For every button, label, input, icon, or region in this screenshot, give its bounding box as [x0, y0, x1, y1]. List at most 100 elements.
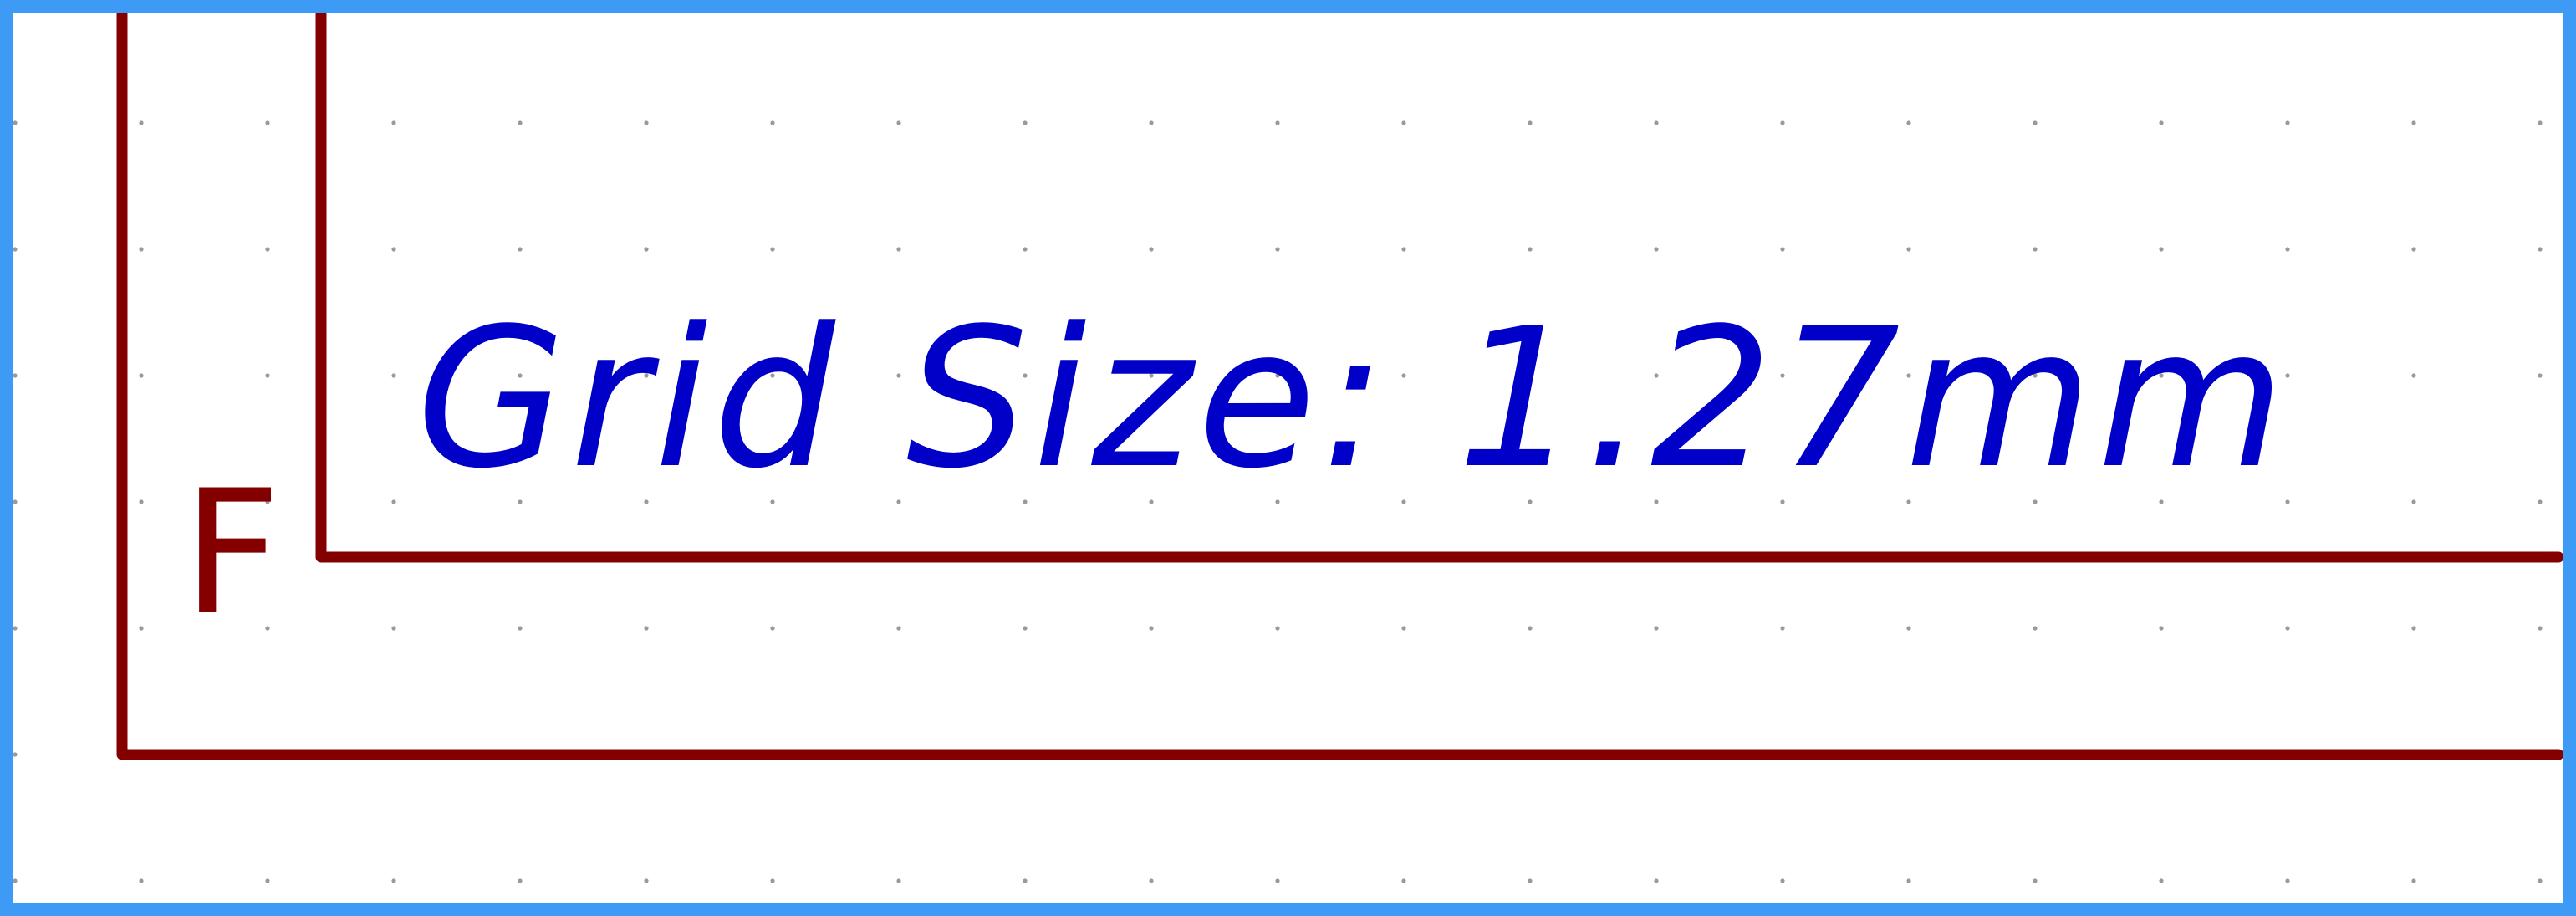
- grid-dot: [2538, 878, 2543, 883]
- grid-dot: [1149, 499, 1154, 504]
- viewport-border-bottom: [0, 903, 2576, 916]
- inner-sheet-border: [315, 8, 2564, 563]
- grid-dot: [2538, 373, 2543, 378]
- grid-dot: [2538, 247, 2543, 252]
- grid-dot: [139, 120, 144, 125]
- grid-dot: [2033, 120, 2038, 125]
- grid-dot: [265, 373, 270, 378]
- grid-dot: [770, 499, 775, 504]
- grid-dot: [1654, 499, 1659, 504]
- grid-dot: [1023, 626, 1028, 631]
- grid-dot: [13, 499, 18, 504]
- grid-dot: [1149, 626, 1154, 631]
- viewport-border-top: [0, 0, 2576, 13]
- grid-dot: [2411, 499, 2416, 504]
- grid-dot: [1023, 878, 1028, 883]
- grid-dot: [1528, 247, 1533, 252]
- grid-dot: [1401, 247, 1406, 252]
- grid-dot: [1780, 499, 1785, 504]
- grid-dot: [13, 120, 18, 125]
- grid-dot: [518, 120, 523, 125]
- grid-dot: [391, 626, 396, 631]
- grid-dot: [2033, 878, 2038, 883]
- grid-dots: [13, 120, 2543, 883]
- grid-dot: [13, 752, 18, 757]
- grid-dot: [1401, 878, 1406, 883]
- grid-dot: [13, 247, 18, 252]
- grid-dot: [2159, 120, 2164, 125]
- grid-dot: [644, 499, 649, 504]
- grid-dot: [1149, 373, 1154, 378]
- grid-dot: [1275, 120, 1280, 125]
- grid-dot: [1275, 373, 1280, 378]
- grid-dot: [2033, 626, 2038, 631]
- grid-dot: [1401, 373, 1406, 378]
- grid-dot: [1528, 626, 1533, 631]
- grid-dot: [2538, 499, 2543, 504]
- grid-dot: [2159, 878, 2164, 883]
- grid-dot: [13, 878, 18, 883]
- grid-dot: [391, 878, 396, 883]
- grid-dot: [2285, 247, 2290, 252]
- grid-dot: [2411, 373, 2416, 378]
- grid-dot: [2159, 247, 2164, 252]
- grid-dot: [1275, 626, 1280, 631]
- grid-dot: [518, 499, 523, 504]
- grid-dot: [2159, 499, 2164, 504]
- zone-marker-letter: F: [182, 454, 281, 653]
- grid-dot: [139, 878, 144, 883]
- grid-dot: [1654, 247, 1659, 252]
- grid-dot: [1906, 247, 1911, 252]
- grid-dot: [770, 878, 775, 883]
- grid-dot: [896, 626, 901, 631]
- grid-dot: [1528, 373, 1533, 378]
- grid-dot: [265, 626, 270, 631]
- grid-dot: [391, 499, 396, 504]
- grid-dot: [2411, 247, 2416, 252]
- grid-dot: [770, 373, 775, 378]
- grid-dot: [13, 373, 18, 378]
- grid-dot: [896, 120, 901, 125]
- grid-dot: [2285, 120, 2290, 125]
- grid-dot: [1780, 878, 1785, 883]
- grid-dot: [1528, 878, 1533, 883]
- grid-dot: [1780, 247, 1785, 252]
- grid-dot: [2285, 499, 2290, 504]
- grid-dot: [1654, 373, 1659, 378]
- grid-dot: [1906, 373, 1911, 378]
- grid-dot: [2033, 499, 2038, 504]
- grid-dot: [896, 247, 901, 252]
- grid-dot: [1906, 120, 1911, 125]
- grid-dot: [2159, 626, 2164, 631]
- grid-dot: [2285, 373, 2290, 378]
- grid-dot: [896, 499, 901, 504]
- grid-dot: [1149, 247, 1154, 252]
- grid-dot: [1023, 373, 1028, 378]
- grid-dot: [644, 120, 649, 125]
- grid-dot: [1780, 373, 1785, 378]
- viewport-border-left: [0, 0, 13, 916]
- grid-dot: [896, 373, 901, 378]
- grid-size-label: Grid Size: 1.27mm: [416, 288, 2290, 511]
- grid-dot: [265, 878, 270, 883]
- grid-dot: [2285, 878, 2290, 883]
- grid-dot: [139, 499, 144, 504]
- grid-dot: [265, 247, 270, 252]
- grid-dot: [391, 247, 396, 252]
- grid-dot: [1906, 878, 1911, 883]
- grid-dot: [13, 626, 18, 631]
- grid-dot: [1780, 120, 1785, 125]
- grid-dot: [2033, 373, 2038, 378]
- grid-dot: [770, 247, 775, 252]
- grid-dot: [1528, 120, 1533, 125]
- grid-dot: [2033, 247, 2038, 252]
- grid-dot: [1023, 499, 1028, 504]
- grid-dot: [1654, 626, 1659, 631]
- grid-dot: [265, 499, 270, 504]
- grid-dot: [1275, 247, 1280, 252]
- grid-dot: [2538, 626, 2543, 631]
- grid-dot: [2159, 373, 2164, 378]
- grid-dot: [1275, 878, 1280, 883]
- grid-dot: [1401, 626, 1406, 631]
